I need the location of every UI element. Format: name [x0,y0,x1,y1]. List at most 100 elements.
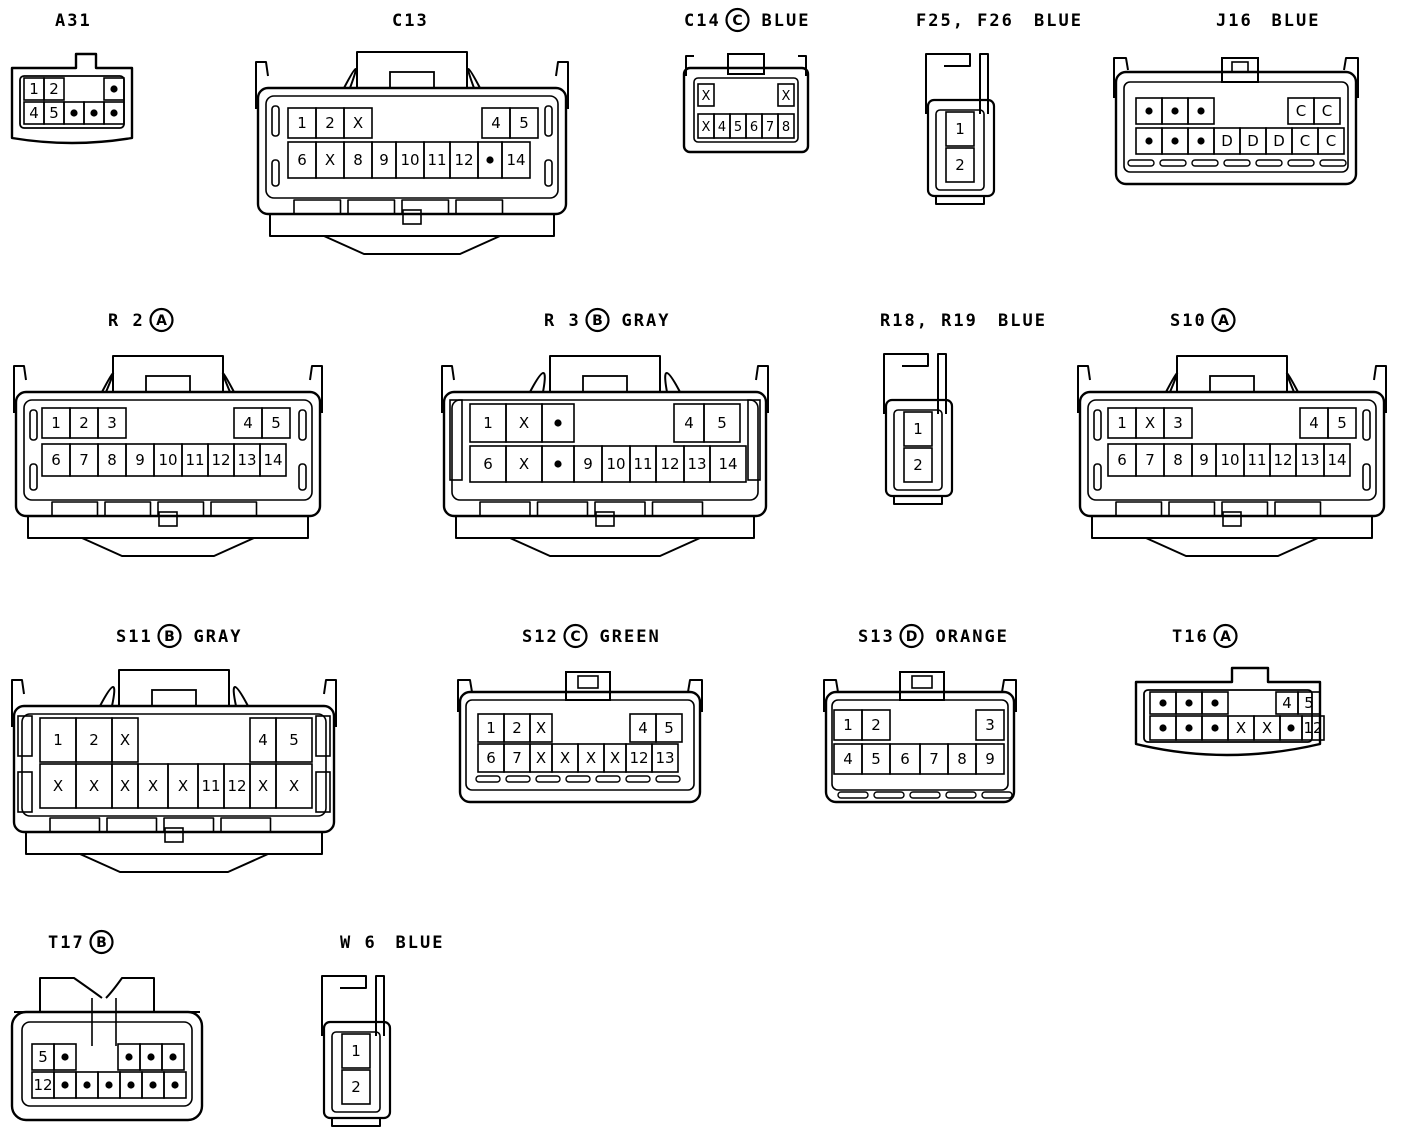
pin-cavity: 3 [1163,407,1193,439]
pin-cavity: X [1227,715,1255,741]
connector-id: C13 [392,11,429,31]
pin-dot [1287,724,1295,732]
pin-cavity: X [111,717,139,763]
pin-label: 6 [1117,451,1127,469]
pin-cavity: 3 [975,709,1005,741]
pin-label: 4 [718,120,726,135]
pin-dot [1159,699,1167,707]
pin-label: C [1322,102,1332,120]
pin-cavity: 5 [43,101,65,125]
connector-code: D [906,629,918,645]
pin-cavity: 7 [69,443,99,477]
pin-cavity: 12 [625,743,653,773]
connector-color: GRAY [194,627,243,647]
pin-label: X [1236,719,1246,737]
pin-label: X [519,455,529,473]
pin-cavity: 7 [919,743,949,775]
pin-cavity: X [249,763,277,809]
pin-label: 8 [782,120,790,135]
pin-cavity: 6 [1107,443,1137,477]
connector-code: B [164,629,175,645]
pin-label: 1 [51,414,61,432]
pin-label: X [519,414,529,432]
code-badge: C [725,7,750,33]
pin-label: 12 [1303,719,1322,737]
pin-cavity [1201,715,1229,741]
pin-label: 2 [913,456,923,474]
pin-label: C [1300,132,1310,150]
pin-cavity: X [315,141,345,179]
pin-label: 5 [271,414,281,432]
pin-cavity: 6 [469,445,507,483]
connector-id: W 6 [340,933,377,953]
pin-label: 2 [89,731,99,749]
pin-label: 11 [633,455,652,473]
pin-label: 9 [379,151,389,169]
connector-r18: 12 [883,353,954,505]
pin-label: 9 [135,451,145,469]
code-badge: A [1213,623,1238,649]
pin-cavity: 13 [651,743,679,773]
pin-label: 5 [1304,694,1314,712]
pin-label: 3 [107,414,117,432]
connector-id: F25, F26 [916,11,1014,31]
pin-cavity: 8 [947,743,977,775]
pin-cavity: 1 [469,403,507,443]
connector-id: S10 [1170,311,1207,331]
pin-dot [125,1053,133,1061]
pin-dot [1197,107,1205,115]
pin-dot [1145,137,1153,145]
pin-label: X [536,749,546,767]
pin-dot [70,109,78,117]
pin-cavity: 12 [655,445,685,483]
pin-cavity: X [551,743,579,773]
pin-cavity: 2 [315,107,345,139]
pin-label: 14 [506,151,525,169]
pin-cavity [141,1071,165,1099]
pin-label: 7 [1145,451,1155,469]
connector-id: S12 [522,627,559,647]
pin-label: X [586,749,596,767]
pin-cavity: 11 [629,445,657,483]
pin-cavity: 1 [903,411,933,447]
pin-label: 4 [243,414,253,432]
pin-cavity: 1 [41,407,71,439]
pin-cavity: 4 [249,717,277,763]
pin-label: 7 [766,120,774,135]
pin-label: 4 [1309,414,1319,432]
pin-cavity [541,445,575,483]
pin-cavity [53,1043,77,1071]
pin-cavity: 6 [745,113,763,139]
pin-label: D [1221,132,1233,150]
pin-cavity: 7 [1135,443,1165,477]
pin-cavity: D [1239,127,1267,155]
pin-cavity: X [577,743,605,773]
pin-dot [149,1081,157,1089]
pin-dot [1211,724,1219,732]
pin-cavity: C [1317,127,1345,155]
pin-label: 6 [750,120,758,135]
pin-label: 1 [297,114,307,132]
pin-label: 5 [519,114,529,132]
pin-cavity: 5 [729,113,747,139]
pin-dot [147,1053,155,1061]
pin-cavity: 2 [69,407,99,439]
pin-cavity [1161,127,1189,155]
pin-label: X [289,777,299,795]
pin-cavity: 11 [1243,443,1271,477]
pin-cavity: 14 [501,141,531,179]
pin-cavity: 13 [1295,443,1325,477]
pin-cavity [97,1071,121,1099]
pin-label: 1 [1117,414,1127,432]
pin-cavity [119,1071,143,1099]
